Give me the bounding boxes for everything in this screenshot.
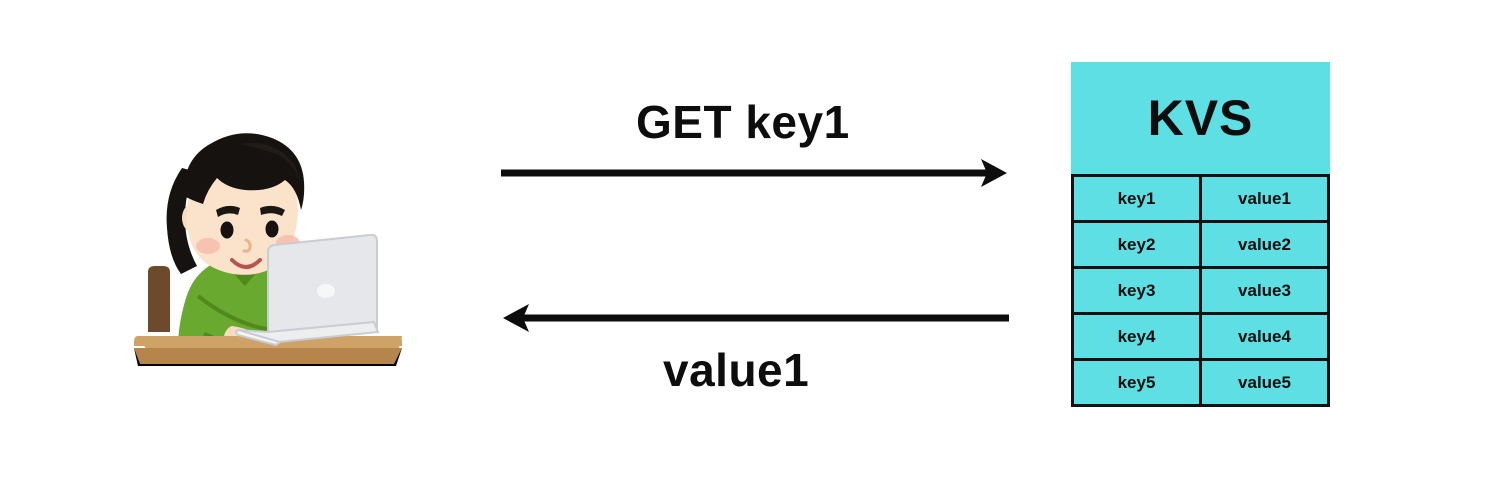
kvs-table-body: key1 value1 key2 value2 key3 value3 key4…	[1071, 174, 1330, 407]
value-cell: value2	[1199, 220, 1330, 269]
table-row: key3 value3	[1071, 266, 1330, 315]
kvs-header: KVS	[1071, 62, 1330, 174]
client-illustration	[134, 133, 402, 366]
chair-icon	[148, 266, 170, 332]
kvs-title: KVS	[1147, 90, 1254, 146]
key-cell: key3	[1071, 266, 1202, 315]
table-row: key4 value4	[1071, 312, 1330, 361]
value-cell: value4	[1199, 312, 1330, 361]
value-cell: value3	[1199, 266, 1330, 315]
request-arrow-icon	[501, 159, 1007, 187]
table-row: key5 value5	[1071, 358, 1330, 407]
hair-icon	[166, 168, 197, 274]
table-row: key2 value2	[1071, 220, 1330, 269]
key-cell: key5	[1071, 358, 1202, 407]
response-arrow-icon	[503, 304, 1009, 332]
value-cell: value5	[1199, 358, 1330, 407]
key-cell: key4	[1071, 312, 1202, 361]
laptop-icon	[235, 233, 380, 347]
request-message-label: GET key1	[636, 96, 850, 148]
table-row: key1 value1	[1071, 174, 1330, 223]
value-cell: value1	[1199, 174, 1330, 223]
key-cell: key2	[1071, 220, 1202, 269]
response-message-label: value1	[663, 344, 810, 396]
key-cell: key1	[1071, 174, 1202, 223]
kvs-store: KVS key1 value1 key2 value2 key3 value3 …	[1071, 62, 1330, 430]
kvs-table: key1 value1 key2 value2 key3 value3 key4…	[1071, 174, 1330, 407]
